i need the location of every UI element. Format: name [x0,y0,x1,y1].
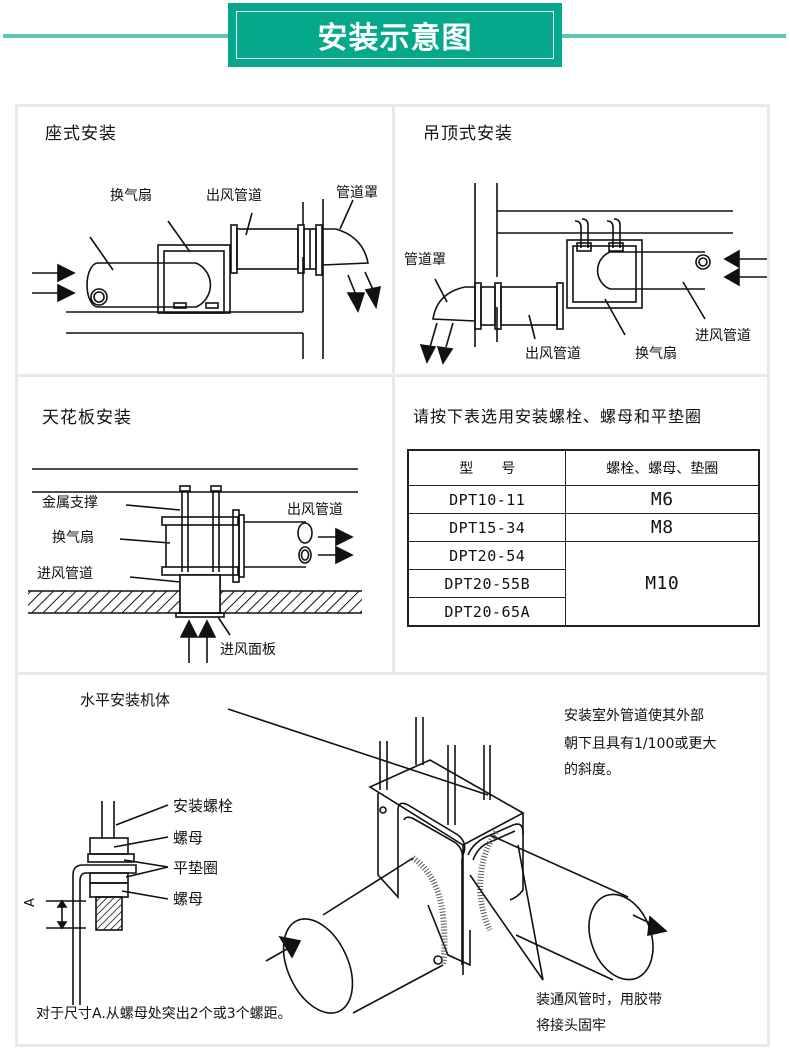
cell-model: DPT20-54 [407,541,567,570]
cell-model: DPT15-34 [407,513,567,542]
label-washer: 平垫圈 [173,859,219,877]
label-duct-hood: 管道罩 [336,185,378,201]
panel-bolt-table: 请按下表选用安装螺栓、螺母和平垫圈 型 号 螺栓、螺母、垫圈 DPT10-11 … [392,374,770,675]
panel-ceiling-board-install: 天花板安装 金属支撑 换气扇 进风管道 出风管道 进风面板 [15,374,395,675]
label-nut-bottom: 螺母 [173,890,204,908]
panel-horizontal-install: 水平安装机体 安装室外管道使其外部 朝下且具有1/100或更大 的斜度。 安装螺… [15,672,770,1047]
table-title: 请按下表选用安装螺栓、螺母和平垫圈 [413,407,703,426]
header-line-left [3,34,229,38]
panel-ceiling-hung-install: 吊顶式安装 管道罩 出风管道 换气扇 进风管道 [392,104,770,377]
horizontal-install-diagram [46,708,668,1014]
note-outdoor-line2: 朝下且具有1/100或更大 [564,736,717,752]
cell-size: M6 [565,485,760,514]
cell-model: DPT20-55B [407,569,567,598]
table-row: DPT15-34 M8 [407,513,760,542]
cell-size: M8 [565,513,760,542]
seat-install-diagram [32,199,382,359]
header-banner-inner: 安装示意图 [236,11,554,59]
label-fan: 换气扇 [110,188,152,204]
label-inlet-panel: 进风面板 [220,642,276,658]
header-size: 螺栓、螺母、垫圈 [565,449,760,486]
note-tape-line1: 装通风管时，用胶带 [536,992,662,1008]
label-outlet-duct: 出风管道 [287,502,343,518]
table-row: DPT10-11 M6 [407,485,760,514]
ceiling-hung-install-diagram [419,183,767,365]
cell-size: M10 [565,541,760,627]
bolt-spec-table: 型 号 螺栓、螺母、垫圈 DPT10-11 M6 DPT15-34 M8 DPT… [407,449,760,627]
table-row: DPT20-65A [407,597,759,627]
header-banner: 安装示意图 [228,3,562,67]
label-bolt: 安装螺栓 [173,797,234,815]
panel-title: 天花板安装 [42,408,132,428]
header-model: 型 号 [407,449,567,486]
label-horizontal-body: 水平安装机体 [80,691,171,709]
label-fan: 换气扇 [635,346,677,362]
label-inlet-duct: 进风管道 [695,328,751,344]
cell-model: DPT20-65A [407,597,567,627]
ceiling-board-install-diagram [28,468,362,663]
label-inlet-duct: 进风管道 [37,566,93,582]
label-outlet-duct: 出风管道 [206,188,262,204]
label-duct-hood: 管道罩 [404,252,446,268]
page-title: 安装示意图 [317,21,473,56]
label-nut-top: 螺母 [173,829,204,847]
panel-seat-install: 座式安装 换气扇 出风管道 管道罩 [15,104,395,377]
note-outdoor-line1: 安装室外管道使其外部 [564,708,704,724]
table-row: DPT20-54 M10 [407,541,760,627]
panel-title: 座式安装 [45,124,117,144]
label-metal-support: 金属支撑 [42,495,98,511]
note-outdoor-line3: 的斜度。 [564,762,620,778]
table-header-row: 型 号 螺栓、螺母、垫圈 [407,449,760,486]
header-line-right [562,34,786,38]
cell-model: DPT10-11 [407,485,567,514]
note-dimension: 对于尺寸A.从螺母处突出2个或3个螺距。 [36,1006,292,1022]
note-tape-line2: 将接头固牢 [536,1018,606,1034]
label-outlet-duct: 出风管道 [525,346,581,362]
table-row: DPT20-55B [407,569,759,598]
label-fan: 换气扇 [52,530,94,546]
panel-title: 吊顶式安装 [423,124,513,144]
